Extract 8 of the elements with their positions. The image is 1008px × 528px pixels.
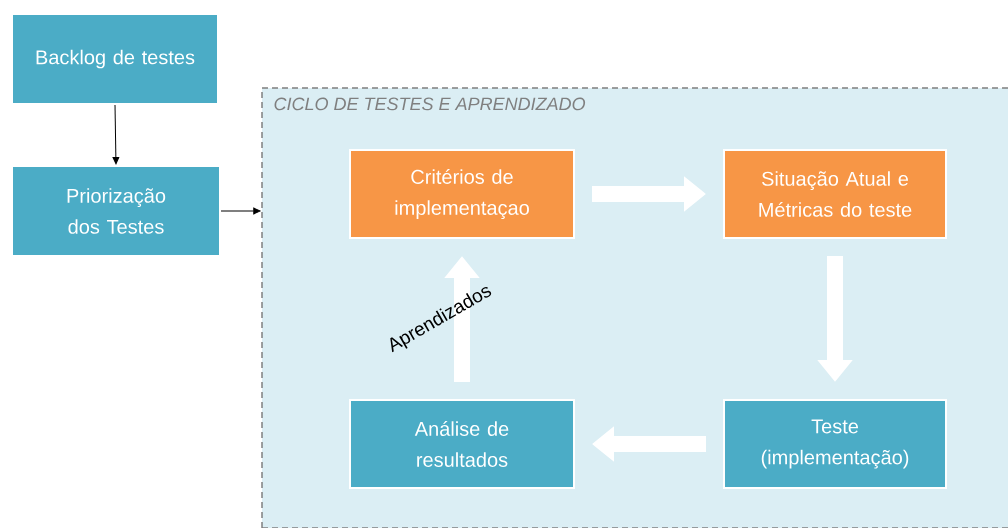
process-box: Critérios de implementaçao [349,149,575,239]
process-box: Backlog de testes [11,13,219,105]
process-box: Priorização dos Testes [11,165,221,257]
process-box: Situação Atual e Métricas do teste [723,149,947,239]
arrow [112,104,120,165]
process-box: Teste (implementação) [723,399,947,489]
arrow [220,207,261,215]
process-box: Análise de resultados [349,399,575,489]
